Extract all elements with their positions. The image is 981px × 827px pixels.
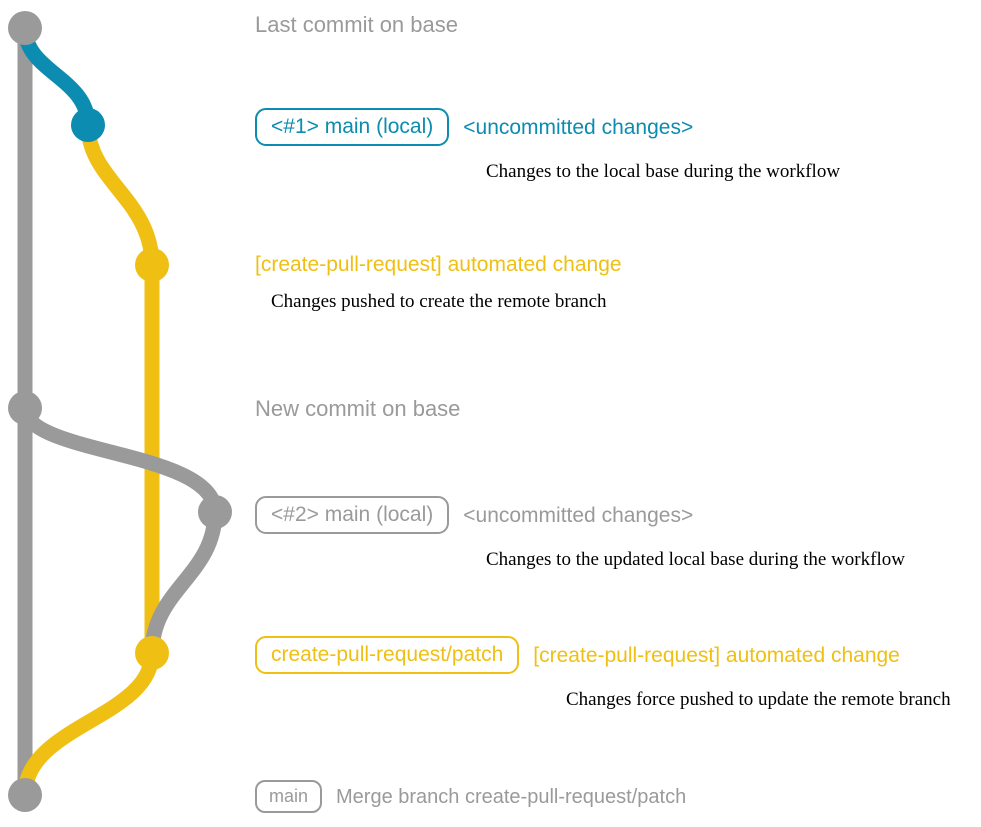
- commit-node-patch-2[interactable]: [135, 636, 169, 670]
- row-automated-change-create: [create-pull-request] automated change C…: [255, 254, 622, 311]
- ref-pill-main-local-1[interactable]: <#1> main (local): [255, 108, 450, 146]
- commit-node-local-2[interactable]: [198, 495, 232, 529]
- section-heading-new-commit: New commit on base: [255, 396, 461, 421]
- commit-node-patch-1[interactable]: [135, 248, 169, 282]
- ref-line-local-2: <#2> main (local) <uncommitted changes>: [255, 496, 693, 534]
- commit-subject-merge: Merge branch create-pull-request/patch: [336, 785, 687, 808]
- local-branch-line-teal: [17, 20, 96, 133]
- note-local-changes-2: Changes to the updated local base during…: [486, 549, 905, 570]
- row-last-commit-on-base: Last commit on base: [255, 14, 458, 36]
- commit-subject-automated-change-1: [create-pull-request] automated change: [255, 253, 622, 276]
- ref-pill-main[interactable]: main: [255, 780, 323, 813]
- local-branch-line-gray: [17, 400, 223, 520]
- commit-node-base-new[interactable]: [8, 391, 42, 425]
- commit-node-local-1[interactable]: [71, 108, 105, 142]
- ref-line-local-1: <#1> main (local) <uncommitted changes>: [255, 108, 693, 146]
- commit-subject-uncommitted-1: <uncommitted changes>: [463, 115, 694, 139]
- ref-pill-create-pull-request-patch[interactable]: create-pull-request/patch: [255, 636, 520, 674]
- commit-node-base-last[interactable]: [8, 11, 42, 45]
- note-pushed-create-branch: Changes pushed to create the remote bran…: [271, 291, 607, 312]
- patch-branch-line-upper: [80, 117, 160, 273]
- row-automated-change-update: create-pull-request/patch [create-pull-r…: [255, 636, 951, 710]
- row-local-uncommitted-1: <#1> main (local) <uncommitted changes> …: [255, 108, 840, 182]
- row-new-commit-on-base: New commit on base: [255, 398, 460, 420]
- row-local-uncommitted-2: <#2> main (local) <uncommitted changes> …: [255, 496, 905, 570]
- note-local-changes-1: Changes to the local base during the wor…: [486, 161, 841, 182]
- commit-subject-automated-change-2: [create-pull-request] automated change: [533, 643, 900, 667]
- ref-line-patch: create-pull-request/patch [create-pull-r…: [255, 636, 900, 674]
- note-force-pushed-update-branch: Changes force pushed to update the remot…: [566, 689, 951, 710]
- patch-merge-line: [17, 645, 160, 803]
- commit-node-base-merge[interactable]: [8, 778, 42, 812]
- row-merge-commit: main Merge branch create-pull-request/pa…: [255, 780, 686, 813]
- section-heading-last-commit: Last commit on base: [255, 12, 458, 37]
- ref-line-main: main Merge branch create-pull-request/pa…: [255, 780, 686, 813]
- ref-pill-main-local-2[interactable]: <#2> main (local): [255, 496, 450, 534]
- local-to-patch-merge-line: [144, 504, 223, 661]
- commit-subject-uncommitted-2: <uncommitted changes>: [463, 503, 694, 527]
